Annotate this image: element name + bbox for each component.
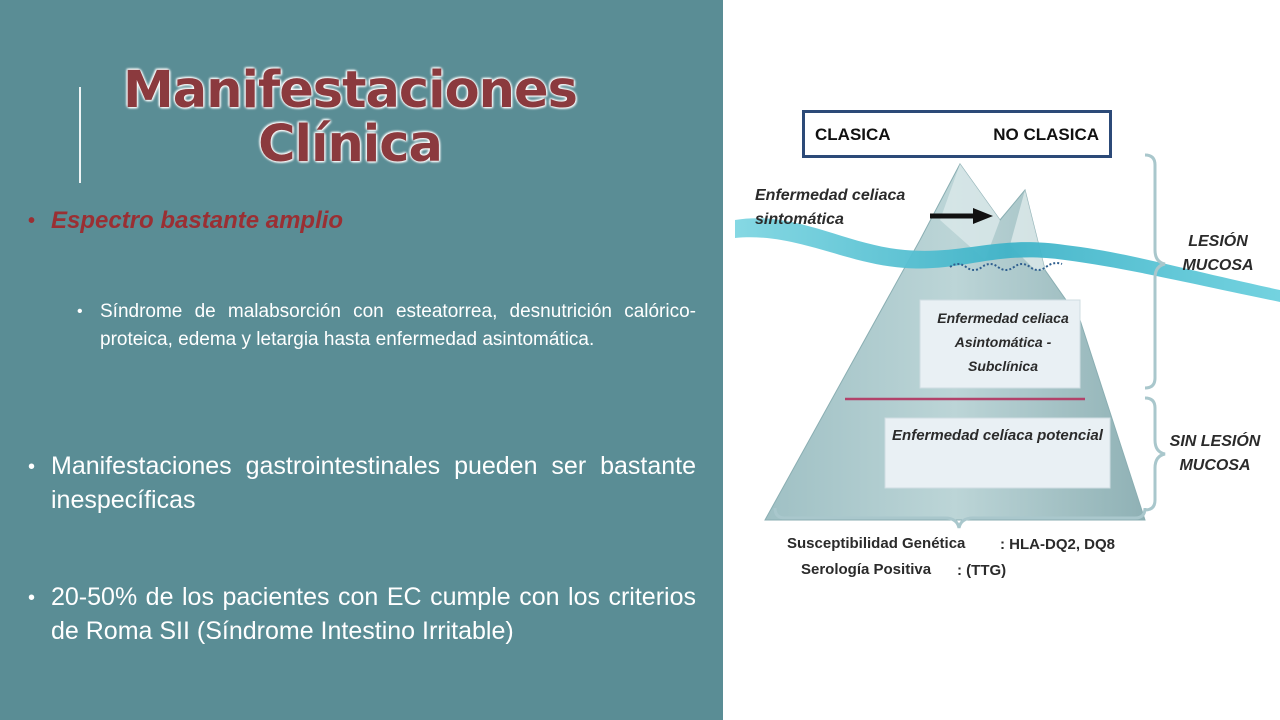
- bullet-marker: •: [28, 456, 36, 478]
- panel-asintomatica: [919, 299, 1081, 389]
- bullet-marker: •: [28, 210, 36, 232]
- panel-potencial: [884, 417, 1111, 489]
- bullet-spectrum: • Espectro bastante amplio: [28, 206, 696, 236]
- bullet-marker: •: [28, 587, 36, 609]
- title-accent-line: [79, 87, 81, 183]
- bullet-roma-text: 20-50% de los pacientes con EC cumple co…: [51, 583, 696, 645]
- label-serologia: Serología Positiva: [801, 561, 932, 578]
- bullet-gastro: • Manifestaciones gastrointestinales pue…: [28, 449, 696, 517]
- water-wave-icon: [735, 218, 1280, 302]
- slide-title-line2: Clínica: [258, 115, 443, 174]
- legend-box: CLASICA NO CLASICA: [802, 110, 1112, 158]
- bullet-marker: •: [77, 303, 83, 320]
- legend-clasica: CLASICA: [815, 125, 891, 144]
- brace-sin-lesion-icon: [1144, 396, 1166, 512]
- label-sintomatica: Enfermedad celiaca sintomática: [755, 187, 906, 228]
- bullet-syndrome: • Síndrome de malabsorción con esteatorr…: [77, 298, 696, 354]
- label-sin-lesion-mucosa: SIN LESIÓN MUCOSA: [1169, 433, 1261, 474]
- label-potencial: Enfermedad celíaca potencial: [892, 427, 1103, 444]
- value-susceptibilidad: : HLA-DQ2, DQ8: [1000, 536, 1116, 553]
- slide-title: Manifestaciones Clínica: [100, 64, 600, 172]
- value-serologia: : (TTG): [957, 562, 1007, 579]
- bullet-syndrome-text: Síndrome de malabsorción con esteatorrea…: [100, 301, 696, 350]
- label-susceptibilidad: Susceptibilidad Genética: [787, 535, 966, 552]
- brace-lesion-icon: [1144, 153, 1166, 390]
- left-panel: Manifestaciones Clínica • Espectro basta…: [0, 0, 723, 720]
- iceberg-diagram: Enfermedad celiaca sintomática Enfermeda…: [735, 150, 1280, 600]
- label-asintomatica: Enfermedad celiaca Asintomática - Subclí…: [937, 310, 1069, 374]
- label-lesion-mucosa: LESIÓN MUCOSA: [1182, 233, 1254, 274]
- slide-title-line1: Manifestaciones: [123, 61, 578, 120]
- brace-bottom-icon: [773, 507, 1147, 529]
- legend-no-clasica: NO CLASICA: [993, 125, 1099, 144]
- bullet-roma: • 20-50% de los pacientes con EC cumple …: [28, 580, 696, 648]
- bullet-spectrum-text: Espectro bastante amplio: [51, 207, 344, 234]
- bullet-gastro-text: Manifestaciones gastrointestinales puede…: [51, 452, 696, 514]
- arrow-right-icon: [973, 208, 993, 224]
- iceberg-graphic: [735, 153, 1280, 529]
